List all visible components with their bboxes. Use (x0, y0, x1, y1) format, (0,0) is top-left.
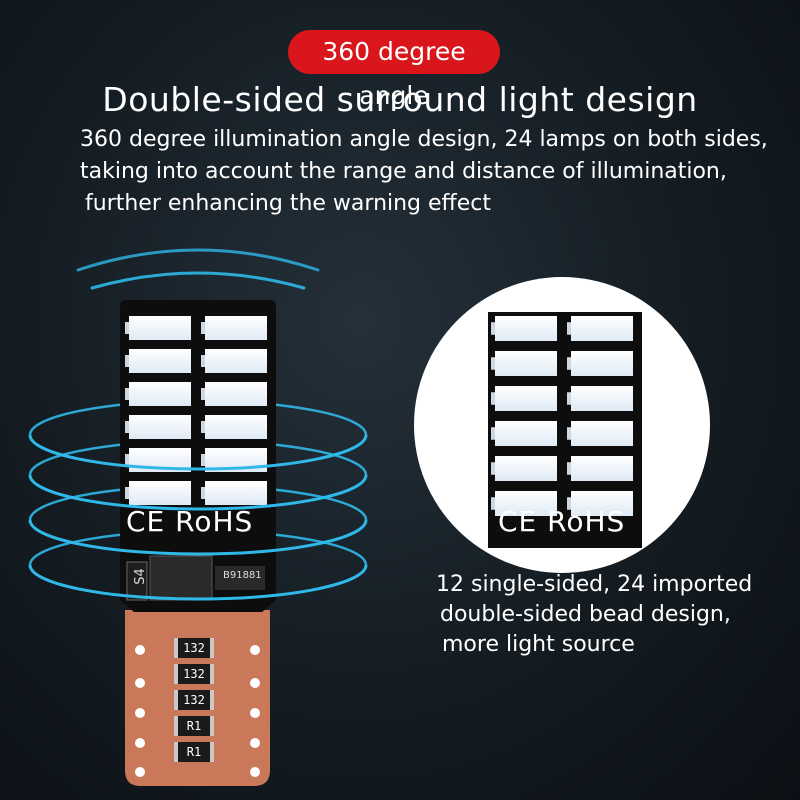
angle-badge: 360 degree angle (288, 30, 500, 110)
zoom-led (571, 491, 633, 516)
zoom-led-contact (491, 357, 495, 370)
ce-rohs-marking: CE RoHS (126, 505, 254, 538)
zoom-led (571, 421, 633, 446)
zoom-led (495, 456, 557, 481)
zoom-led (495, 491, 557, 516)
bulb-led (205, 349, 267, 373)
bulb-led (129, 415, 191, 439)
bulb-led-contact (201, 454, 205, 466)
rings-front (28, 434, 368, 601)
bulb-led-contact (125, 454, 129, 466)
zoom-led-contact (567, 357, 571, 370)
bulb-led (129, 481, 191, 505)
bulb-led (129, 316, 191, 340)
signal-arcs (76, 248, 320, 290)
description-line-1: 360 degree illumination angle design, 24… (80, 127, 768, 152)
bulb-led-contact (201, 355, 205, 367)
bulb-pcb (120, 300, 276, 612)
bulb-led (129, 382, 191, 406)
zoom-led-contact (491, 497, 495, 510)
bulb-led (129, 349, 191, 373)
caption-line-2: double-sided bead design, (440, 602, 731, 627)
zoom-led (571, 351, 633, 376)
resistor-1: 132 (174, 638, 214, 658)
caption-line-3: more light source (442, 632, 635, 657)
description-line-3: further enhancing the warning effect (85, 191, 491, 216)
headline: Double-sided surround light design (102, 80, 698, 119)
zoom-led-contact (567, 427, 571, 440)
bulb-led-contact (125, 388, 129, 400)
bulb-led (205, 316, 267, 340)
bulb-led (205, 382, 267, 406)
resistor-5: R1 (174, 742, 214, 762)
bulb-led-contact (201, 487, 205, 499)
zoom-ce-rohs-marking: CE RoHS (498, 505, 626, 538)
bulb-led (205, 415, 267, 439)
zoom-detail (414, 277, 710, 573)
zoom-led (571, 316, 633, 341)
zoom-led (495, 421, 557, 446)
caption: 12 single-sided, 24 imported double-side… (436, 570, 776, 660)
bulb-led-contact (125, 355, 129, 367)
zoom-led-contact (567, 392, 571, 405)
zoom-led-contact (567, 462, 571, 475)
bulb-led-contact (125, 322, 129, 334)
bulb-led-contact (201, 388, 205, 400)
zoom-led-contact (491, 427, 495, 440)
bulb-led-contact (125, 421, 129, 433)
chip-left-label: S4 (132, 568, 148, 585)
zoom-led-array (491, 316, 633, 516)
zoom-led (571, 456, 633, 481)
zoom-led (495, 316, 557, 341)
zoom-led (571, 386, 633, 411)
resistor-4: R1 (174, 716, 214, 736)
bulb-led-contact (201, 421, 205, 433)
bulb-led (205, 481, 267, 505)
bulb-led-contact (201, 322, 205, 334)
zoom-led (495, 386, 557, 411)
zoom-led-contact (491, 392, 495, 405)
bulb-led-contact (125, 487, 129, 499)
zoom-led-contact (567, 322, 571, 335)
resistor-3: 132 (174, 690, 214, 710)
zoom-led-contact (567, 497, 571, 510)
description: 360 degree illumination angle design, 24… (80, 124, 780, 220)
zoom-led-contact (491, 322, 495, 335)
zoom-led-contact (491, 462, 495, 475)
zoom-led (495, 351, 557, 376)
description-line-2: taking into account the range and distan… (80, 159, 727, 184)
caption-line-1: 12 single-sided, 24 imported (436, 572, 753, 597)
led-array (125, 316, 267, 505)
chip-code-label: B91881 (223, 570, 262, 581)
resistor-2: 132 (174, 664, 214, 684)
